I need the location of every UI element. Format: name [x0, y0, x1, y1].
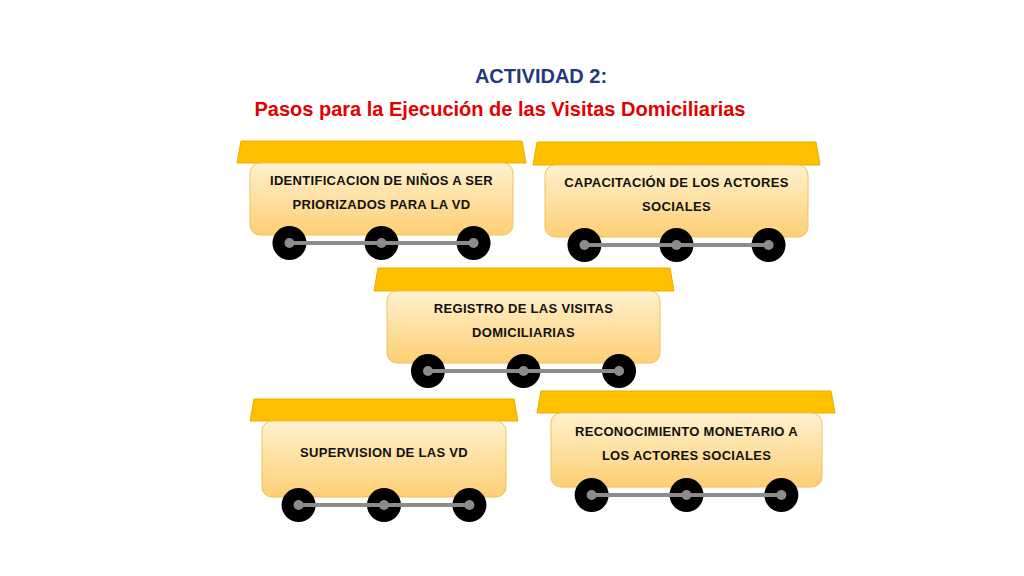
wagon-roof	[374, 268, 674, 291]
wheel-hub	[614, 366, 624, 376]
wheel-hub	[377, 238, 387, 248]
step-text: SUPERVISION DE LAS VD	[300, 441, 468, 465]
wheel-hub	[764, 240, 774, 250]
wheel-hub	[464, 500, 474, 510]
wagon	[533, 142, 820, 262]
step-text: REGISTRO DE LAS VISITAS DOMICILIARIAS	[408, 297, 640, 345]
wagon-body	[545, 165, 808, 237]
wheel-hub	[776, 490, 786, 500]
wagon-box: RECONOCIMIENTO MONETARIO A LOS ACTORES S…	[551, 413, 822, 487]
wagon-body	[551, 413, 822, 487]
wheel-hub	[294, 500, 304, 510]
wagon-body	[262, 421, 506, 497]
wagon-roof	[537, 391, 835, 413]
wheel-hub	[579, 240, 589, 250]
wheel-hub	[469, 238, 479, 248]
wheel-hub	[672, 240, 682, 250]
wagon-box: CAPACITACIÓN DE LOS ACTORES SOCIALES	[545, 165, 808, 237]
wagon	[537, 391, 835, 512]
wheel-hub	[682, 490, 692, 500]
wheel-hub	[519, 366, 529, 376]
wheel-hub	[587, 490, 597, 500]
step-text: RECONOCIMIENTO MONETARIO A LOS ACTORES S…	[563, 420, 810, 468]
wagon-box: SUPERVISION DE LAS VD	[262, 421, 506, 497]
wagon-body	[387, 291, 660, 363]
wagon	[374, 268, 674, 388]
wheel-hub	[379, 500, 389, 510]
wagon-box: REGISTRO DE LAS VISITAS DOMICILIARIAS	[387, 291, 660, 363]
wagon-roof	[237, 141, 526, 163]
wagon-box: IDENTIFICACION DE NIÑOS A SER PRIORIZADO…	[250, 163, 513, 235]
wheel-hub	[284, 238, 294, 248]
wheel-hub	[423, 366, 433, 376]
wagon-roof	[250, 399, 518, 421]
wagon-roof	[533, 142, 820, 165]
wagon	[237, 141, 526, 260]
step-text: IDENTIFICACION DE NIÑOS A SER PRIORIZADO…	[266, 169, 498, 217]
subtitle: Pasos para la Ejecución de las Visitas D…	[255, 97, 746, 121]
step-text: CAPACITACIÓN DE LOS ACTORES SOCIALES	[561, 171, 793, 219]
title: ACTIVIDAD 2:	[475, 64, 607, 88]
wagon	[250, 399, 518, 522]
wagon-body	[250, 163, 513, 235]
